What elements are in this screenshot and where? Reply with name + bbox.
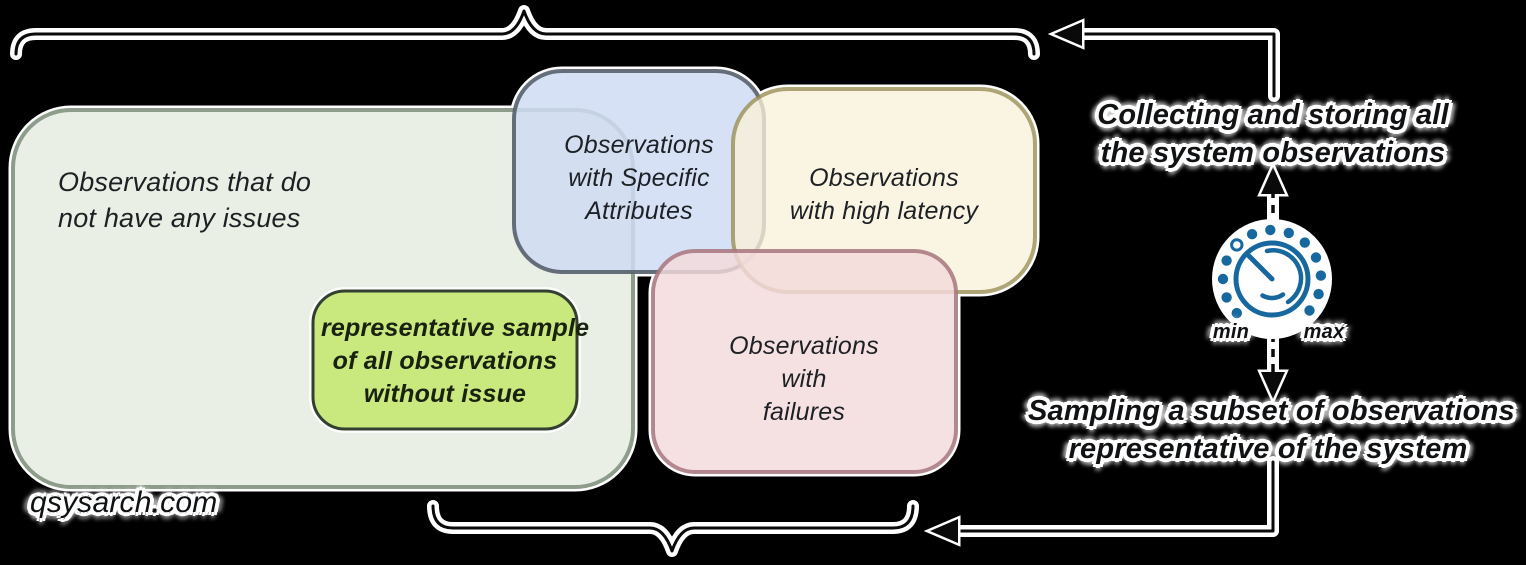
- representative-sample-box: [311, 289, 579, 431]
- site-credit: qsysarch.com: [30, 486, 218, 519]
- sampling-flow-connector: [952, 460, 1275, 533]
- failures-label: Observations with failures: [729, 332, 879, 426]
- sampling-flow-arrowhead-icon: [923, 515, 961, 547]
- collecting-flow-arrowhead-icon: [1047, 18, 1085, 50]
- all-observations-over-brace: [14, 9, 1036, 56]
- collecting-flow-connector: [1076, 32, 1276, 98]
- representative-sample-label: representative sample of all observation…: [321, 314, 590, 408]
- sampled-subset-under-brace: [431, 504, 915, 553]
- dial-ring-dot: [1230, 238, 1244, 252]
- collecting-caption: Collecting and storing all the system ob…: [1097, 99, 1449, 169]
- dial-max-label: max: [1303, 321, 1345, 343]
- all-observations-label: Observations that do not have any issues: [58, 167, 312, 233]
- specific-attributes-label: Observations with Specific Attributes: [564, 131, 714, 225]
- sampling-caption: Sampling a subset of observations repres…: [1028, 395, 1515, 465]
- knob-dial-icon: [1212, 219, 1332, 339]
- high-latency-label: Observations with high latency: [789, 164, 979, 225]
- dial-min-label: min: [1212, 321, 1250, 343]
- venn-failures-box: [651, 249, 958, 474]
